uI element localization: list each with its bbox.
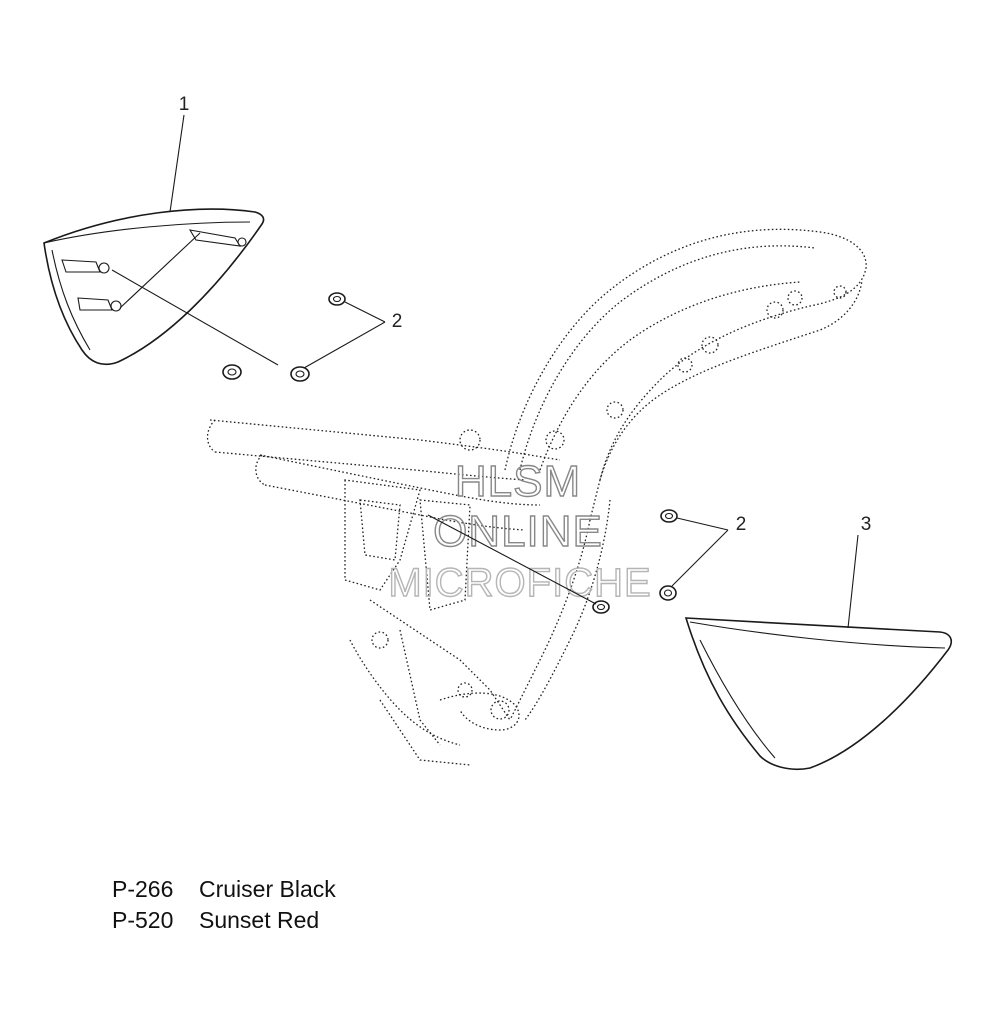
callout-3: 3 [861, 514, 872, 535]
leader-line-1 [169, 114, 185, 213]
side-cover-part [684, 617, 952, 771]
watermark-line-1: HLSM [455, 457, 581, 506]
grommets-upper [222, 292, 346, 382]
leader-line-frame-mount [427, 514, 597, 605]
leader-line-2b [303, 321, 386, 369]
legend-color-name: Cruiser Black [199, 876, 336, 902]
color-legend: P-266 Cruiser Black P-520 Sunset Red [112, 874, 336, 936]
leader-line-pin-a [111, 269, 279, 366]
callout-2-upper: 2 [392, 311, 403, 332]
leader-line-2c [676, 517, 729, 531]
grommets-lower [592, 509, 678, 614]
legend-row: P-266 Cruiser Black [112, 874, 336, 905]
leader-line-2a [344, 301, 386, 323]
legend-row: P-520 Sunset Red [112, 905, 336, 936]
legend-code: P-520 [112, 907, 174, 933]
leader-line-2d [671, 529, 729, 587]
legend-color-name: Sunset Red [199, 907, 320, 933]
legend-code: P-266 [112, 876, 174, 902]
leader-line-pin-b [119, 232, 201, 309]
watermark-line-2: ONLINE [433, 507, 603, 556]
watermark: HLSM ONLINE MICROFICHE [388, 456, 652, 605]
motorcycle-frame [206, 228, 867, 766]
leader-line-3 [847, 534, 859, 629]
callout-2-lower: 2 [736, 514, 747, 535]
seat-cowl-part [43, 208, 265, 366]
callout-1: 1 [179, 94, 190, 115]
watermark-line-3: MICROFICHE [388, 561, 651, 605]
